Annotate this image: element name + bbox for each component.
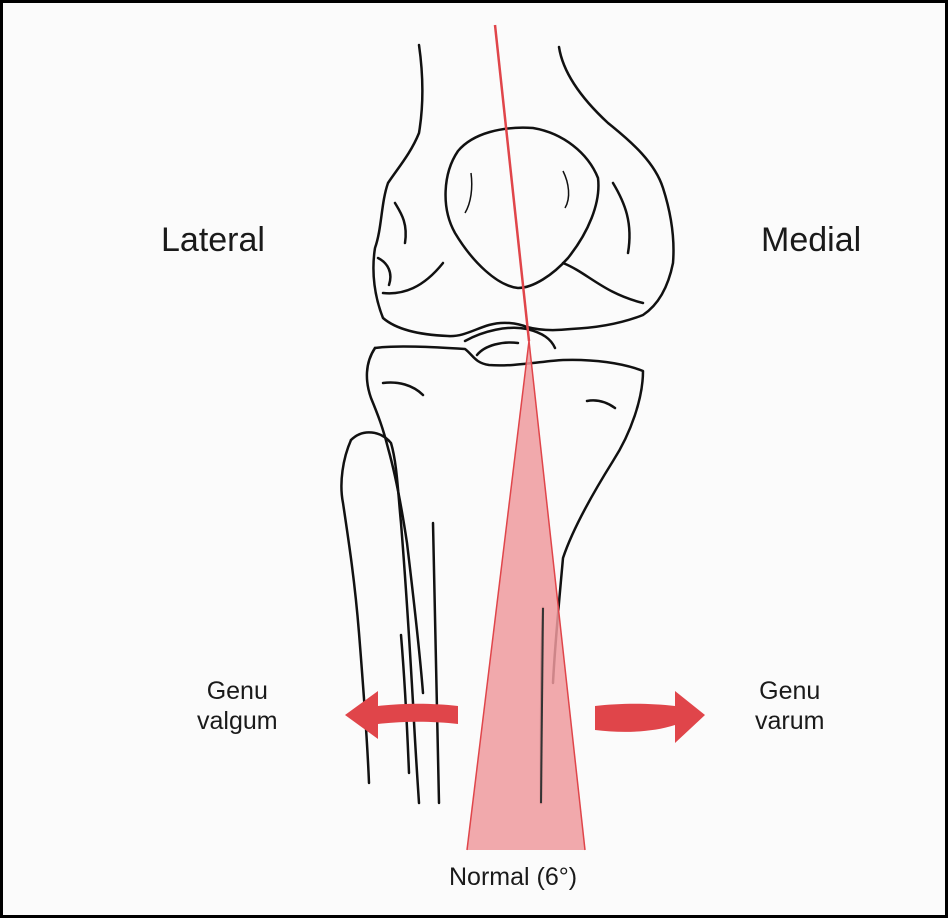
genu-varum-line1: Genu xyxy=(755,676,824,706)
knee-illustration xyxy=(3,3,948,921)
genu-varum-line2: varum xyxy=(755,706,824,736)
varus-arrow-icon xyxy=(595,691,705,743)
fibula xyxy=(341,432,439,803)
normal-angle-label: Normal (6°) xyxy=(449,863,577,892)
valgus-arrow-icon xyxy=(345,691,458,739)
genu-valgum-line1: Genu xyxy=(197,676,278,706)
normal-angle-wedge xyxy=(467,341,585,850)
medial-label: Medial xyxy=(761,221,861,260)
genu-varum-label: Genu varum xyxy=(755,676,824,736)
lateral-label: Lateral xyxy=(161,221,265,260)
femoral-axis-line xyxy=(495,25,529,341)
genu-valgum-label: Genu valgum xyxy=(197,676,278,736)
genu-valgum-line2: valgum xyxy=(197,706,278,736)
patella xyxy=(446,128,599,288)
knee-joint xyxy=(465,328,555,355)
